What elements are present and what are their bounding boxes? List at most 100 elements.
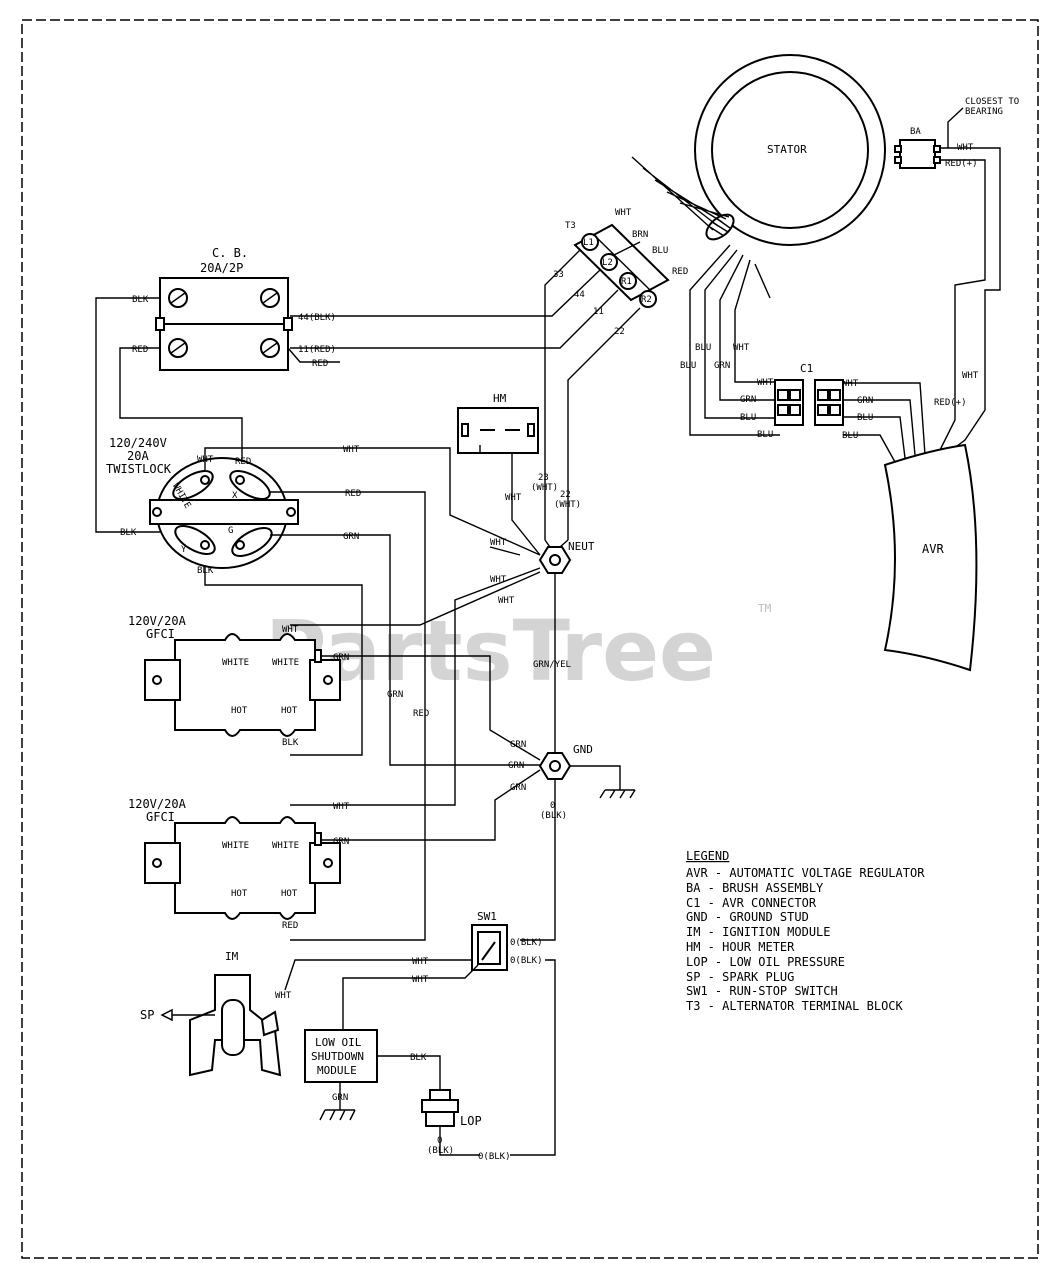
wire-label-23b: (WHT) xyxy=(531,483,558,493)
wire-label-gnd-grn3: GRN xyxy=(510,783,526,793)
wire-label-g2-grn: GRN xyxy=(333,837,349,847)
wire-label-22: 22 xyxy=(560,490,571,500)
gfci1-white2: WHITE xyxy=(272,658,299,668)
legend-title: LEGEND xyxy=(686,849,729,863)
wire-label-c1r-wht: WHT xyxy=(842,379,859,389)
neut-label: NEUT xyxy=(568,540,595,553)
wire-label-lods-blk: BLK xyxy=(410,1053,427,1063)
wire-label-grn-vert: GRN xyxy=(387,690,403,700)
wire-label-neut-wht2: WHT xyxy=(490,575,507,585)
gfci-2: 120V/20A GFCI WHITE WHITE HOT HOT xyxy=(128,797,341,920)
wire-label-33: 33 xyxy=(553,270,564,280)
wire-label-cb-red2: RED xyxy=(132,345,148,355)
c1-label: C1 xyxy=(800,362,813,375)
wire-label-avr-red: RED(+) xyxy=(934,398,967,408)
diagram-border xyxy=(21,19,1039,1259)
legend-item: C1 - AVR CONNECTOR xyxy=(686,896,817,910)
c1-connector: C1 xyxy=(774,362,844,426)
wire-label-lop-blk2: 0(BLK) xyxy=(478,1152,511,1162)
legend-item: AVR - AUTOMATIC VOLTAGE REGULATOR xyxy=(686,866,925,880)
twistlock-y: Y xyxy=(181,545,187,555)
gfci1-rating: 120V/20A xyxy=(128,614,187,628)
legend-item: T3 - ALTERNATOR TERMINAL BLOCK xyxy=(686,999,904,1013)
legend-item: HM - HOUR METER xyxy=(686,940,795,954)
wire-label-c1-blu2: BLU xyxy=(680,361,696,371)
legend-item: SP - SPARK PLUG xyxy=(686,970,794,984)
t3-l1: L1 xyxy=(583,238,594,248)
wire-label-grnyel: GRN/YEL xyxy=(533,660,571,670)
t3-label: T3 xyxy=(565,221,576,231)
wire-label-c1-wht1: WHT xyxy=(733,343,750,353)
wire-label-44blk: 44(BLK) xyxy=(298,313,336,323)
neutral-stud: NEUT xyxy=(538,540,595,574)
wire-label-cb-red: RED xyxy=(312,359,328,369)
wire-label-c1-grn2: GRN xyxy=(740,395,756,405)
gfci2-hot2: HOT xyxy=(281,889,298,899)
wire-label-lop-0: 0 xyxy=(437,1136,442,1146)
wire-label-c1-blu1: BLU xyxy=(695,343,711,353)
gfci2-label: GFCI xyxy=(146,810,175,824)
t3-r1: R1 xyxy=(621,277,632,287)
gfci1-hot2: HOT xyxy=(281,706,298,716)
low-oil-shutdown-module: LOW OIL SHUTDOWN MODULE xyxy=(304,1029,378,1083)
sp-label: SP xyxy=(140,1008,154,1022)
wire-label-c1-wht2: WHT xyxy=(757,378,774,388)
wire-label-gnd-blk: (BLK) xyxy=(540,811,567,821)
wire-label-tl-red2: RED xyxy=(345,489,361,499)
gfci2-white1: WHITE xyxy=(222,841,249,851)
ground-stud: GND xyxy=(538,743,593,780)
avr-label: AVR xyxy=(922,542,944,556)
wire-label-11red: 11(RED) xyxy=(298,345,336,355)
bearing-label: BEARING xyxy=(965,107,1003,117)
gfci1-label: GFCI xyxy=(146,627,175,641)
cb-label: C. B. xyxy=(212,246,248,260)
twistlock-label: TWISTLOCK xyxy=(106,462,172,476)
hm-label: HM xyxy=(493,392,507,405)
wire-label-c1r-blu2: BLU xyxy=(842,431,858,441)
watermark-tm: TM xyxy=(758,602,772,615)
sw1-run-stop-switch: SW1 xyxy=(471,910,508,971)
wire-label-cb-blk: BLK xyxy=(132,295,149,305)
gfci2-rating: 120V/20A xyxy=(128,797,187,811)
im-label: IM xyxy=(225,950,239,963)
t3-terminal-block: L1 L2 R1 R2 T3 xyxy=(565,221,670,308)
wire-label-22b: (WHT) xyxy=(554,500,581,510)
twistlock-g: G xyxy=(228,526,233,536)
wire-label-ba-red: RED(+) xyxy=(945,159,978,169)
wire-label-hm-wht: WHT xyxy=(505,493,522,503)
legend-item: LOP - LOW OIL PRESSURE xyxy=(686,955,845,969)
wire-label-blu-t3: BLU xyxy=(652,246,668,256)
twistlock-voltage: 120/240V xyxy=(109,436,167,450)
hour-meter: HM xyxy=(457,392,539,454)
ba-label: BA xyxy=(910,127,921,137)
wire-label-11: 11 xyxy=(593,307,604,317)
wire-label-tl-red: RED xyxy=(235,457,251,467)
wire-label-c1-grn1: GRN xyxy=(714,361,730,371)
wire-label-red-t3: RED xyxy=(672,267,688,277)
wire-label-c1-blu4: BLU xyxy=(757,430,773,440)
gfci1-hot1: HOT xyxy=(231,706,248,716)
legend: LEGEND AVR - AUTOMATIC VOLTAGE REGULATOR… xyxy=(686,849,925,1013)
wire-label-g1-grn: GRN xyxy=(333,653,349,663)
wire-label-c1r-blu1: BLU xyxy=(857,413,873,423)
wire-label-sw-wht2: WHT xyxy=(412,975,429,985)
wire-label-gnd-grn1: GRN xyxy=(510,740,526,750)
wire-label-neut-wht3: WHT xyxy=(498,596,515,606)
wire-label-gnd-0: 0 xyxy=(550,801,555,811)
brush-assembly: BA xyxy=(894,127,941,169)
legend-item: SW1 - RUN-STOP SWITCH xyxy=(686,984,838,998)
sw1-label: SW1 xyxy=(477,910,497,923)
lop-label: LOP xyxy=(460,1114,482,1128)
closest-to-label: CLOSEST TO xyxy=(965,97,1019,107)
ignition-module: IM xyxy=(189,950,282,1077)
avr: AVR xyxy=(883,443,978,672)
wire-label-g1-wht: WHT xyxy=(282,625,299,635)
wire-label-lods-grn: GRN xyxy=(332,1093,348,1103)
gnd-label: GND xyxy=(573,743,593,756)
low-oil-pressure-switch: LOP xyxy=(421,1089,482,1128)
twistlock-receptacle: 120/240V 20A TWISTLOCK WHITE X Y G xyxy=(106,436,299,569)
wire-label-g2-red: RED xyxy=(282,921,298,931)
circuit-breaker: C. B. 20A/2P xyxy=(155,246,293,371)
t3-l2: L2 xyxy=(602,258,613,268)
